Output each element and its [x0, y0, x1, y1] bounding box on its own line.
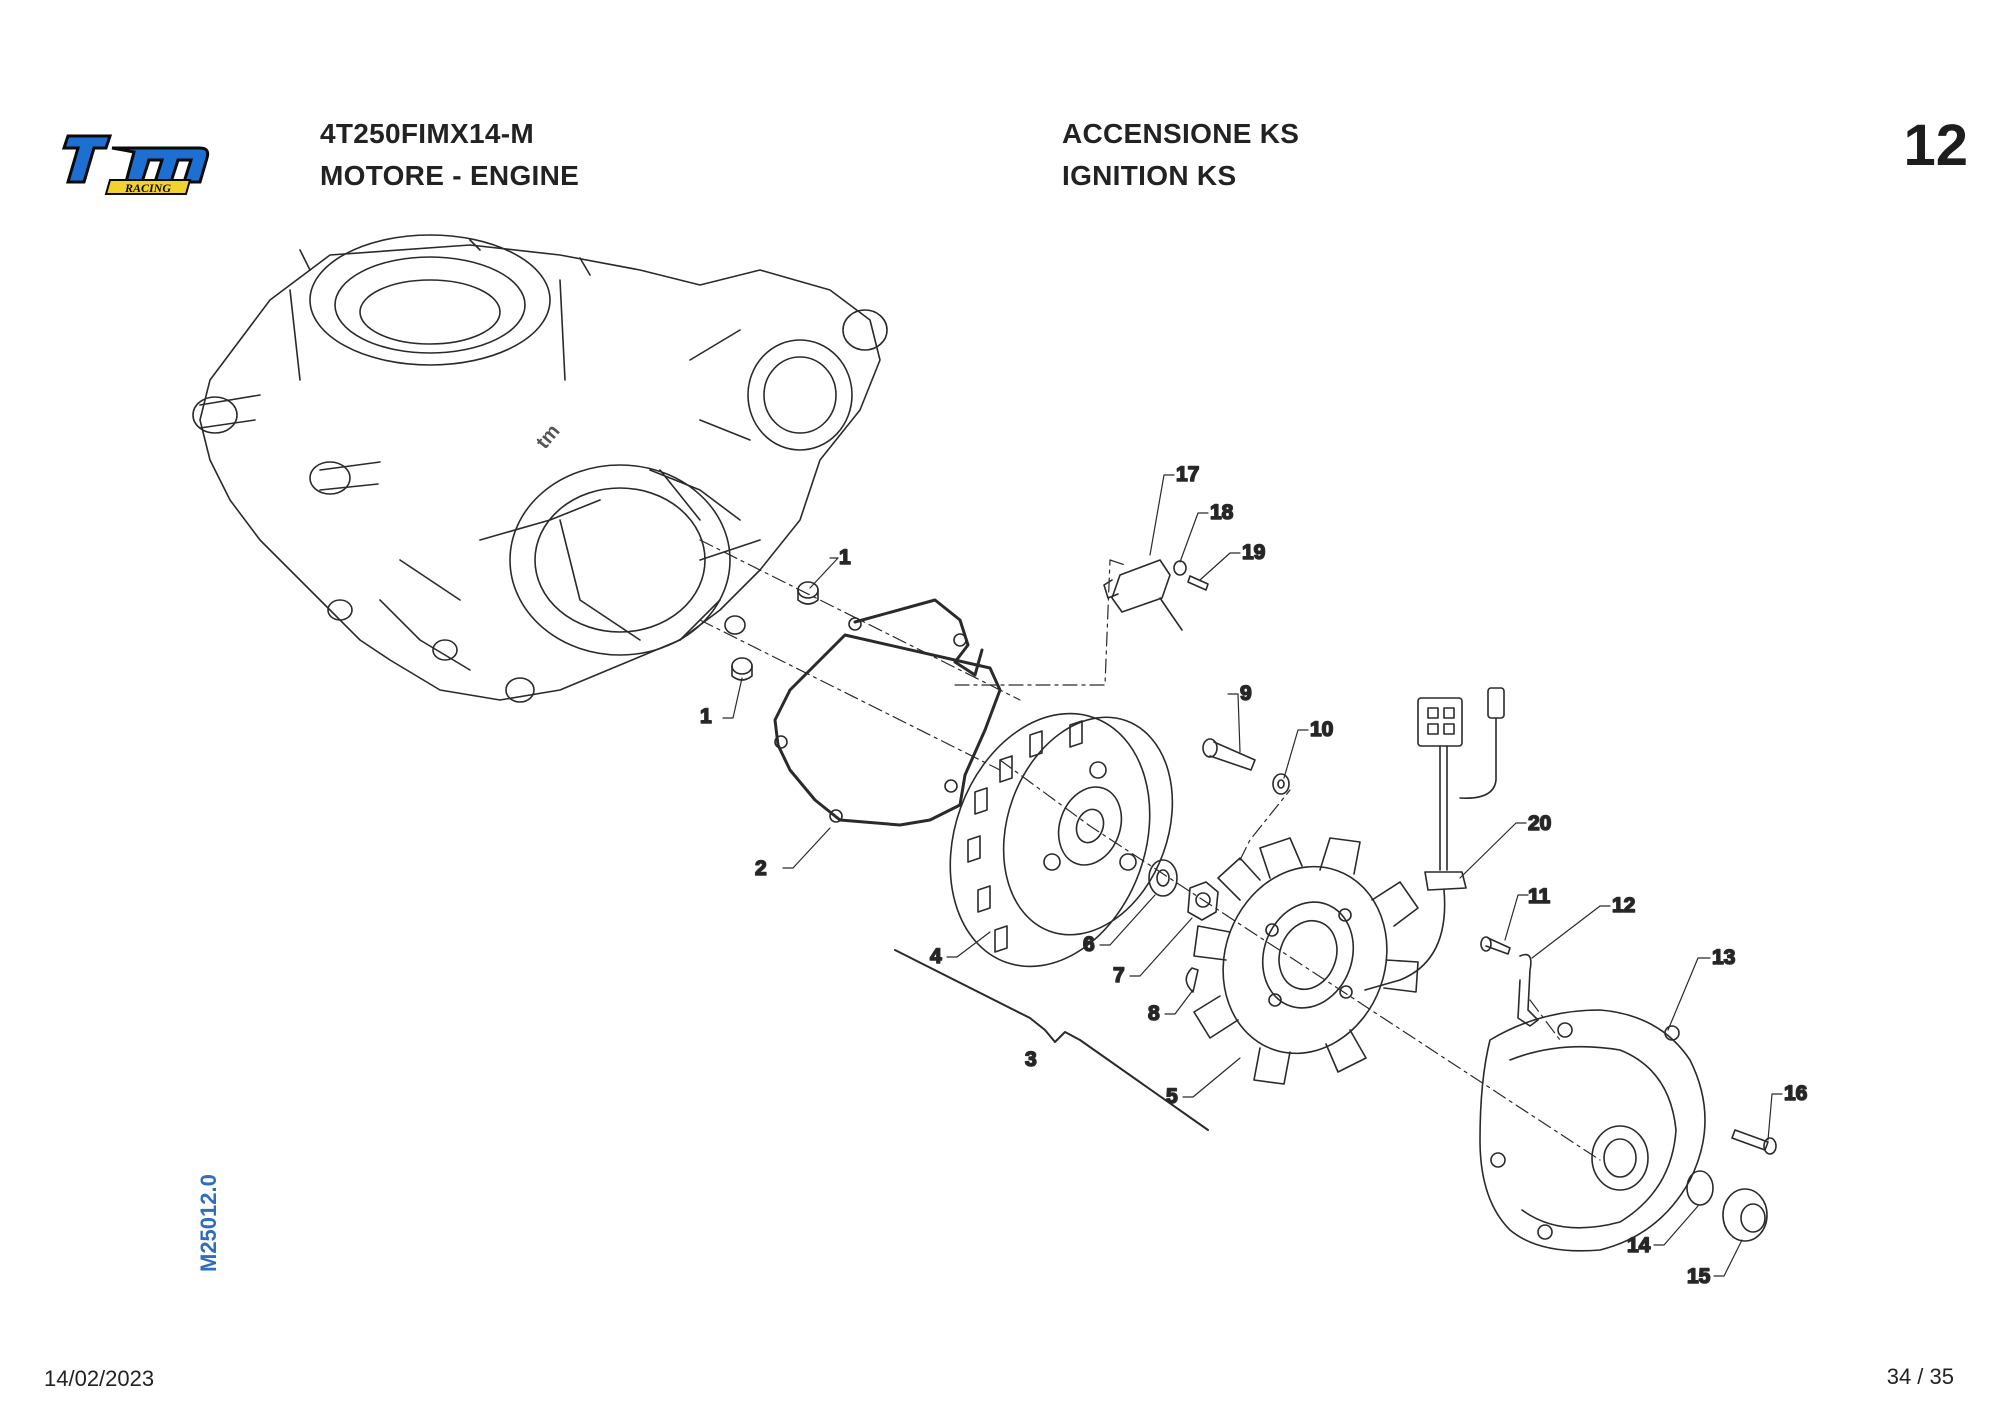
logo-mark: [61, 134, 210, 195]
flywheel-rotor: [949, 712, 1174, 968]
cable-clamp: [1517, 953, 1539, 1027]
cover-gasket: [773, 598, 1002, 827]
ignition-cover: [1479, 1009, 1706, 1252]
callout-19: 19: [1242, 541, 1265, 564]
footer-page-number: 34 / 35: [1886, 1364, 1954, 1389]
tm-racing-logo: RACING: [61, 134, 210, 195]
drawing-code: M25012.0: [196, 1174, 221, 1272]
footer-date: 14/02/2023: [44, 1366, 155, 1391]
callout-18: 18: [1210, 501, 1234, 524]
wiring-harness: [1364, 687, 1505, 991]
callout-7: 7: [1113, 964, 1125, 987]
callout-1-lower: 1: [700, 705, 712, 728]
sensor-washer: [1173, 560, 1187, 576]
callout-3: 3: [1025, 1048, 1037, 1071]
callout-9: 9: [1240, 682, 1252, 705]
gasket-holes: [774, 617, 967, 823]
callout-12: 12: [1612, 894, 1635, 917]
cover-o-ring: [1686, 1170, 1714, 1206]
section-title-en: IGNITION KS: [1062, 160, 1237, 191]
stator: [1193, 837, 1419, 1085]
leader-lines: [722, 474, 1783, 1277]
screw-washer: [1272, 773, 1290, 795]
assembly-axis-lines: [699, 539, 1601, 1161]
callout-16: 16: [1784, 1082, 1807, 1105]
svg-text:tm: tm: [532, 420, 565, 453]
callout-8: 8: [1148, 1002, 1160, 1025]
dowel-pin-lower: [731, 657, 753, 681]
callout-4: 4: [930, 945, 942, 968]
stator-screw: [1202, 738, 1256, 771]
callout-20: 20: [1528, 812, 1551, 835]
sheet-number: 12: [1903, 113, 1968, 178]
logo-sub-text: RACING: [124, 181, 171, 195]
flywheel-washer: [1148, 859, 1178, 897]
section-title-it: ACCENSIONE KS: [1062, 118, 1300, 149]
woodruff-key: [1185, 967, 1199, 993]
callout-17: 17: [1176, 463, 1199, 486]
callout-5: 5: [1166, 1085, 1178, 1108]
cable-clamp-screw: [1480, 936, 1511, 955]
group-title: MOTORE - ENGINE: [320, 160, 580, 191]
callout-13: 13: [1712, 946, 1735, 969]
flywheel-nut: [1187, 881, 1219, 921]
callout-1-upper: 1: [839, 546, 851, 569]
callout-11: 11: [1528, 885, 1551, 908]
crankcase: tm: [192, 234, 888, 703]
dowel-pin-upper: [797, 581, 819, 605]
inspection-plug: [1722, 1188, 1768, 1242]
callout-14: 14: [1627, 1234, 1651, 1257]
sensor-screw: [1187, 575, 1209, 591]
callout-10: 10: [1310, 718, 1333, 741]
callout-6: 6: [1083, 933, 1095, 956]
cover-screw: [1731, 1129, 1777, 1155]
kit-bracket: [894, 949, 1209, 1131]
pickup-sensor: [1103, 559, 1183, 631]
model-code: 4T250FIMX14-M: [320, 118, 534, 149]
callout-15: 15: [1687, 1265, 1711, 1288]
callout-2: 2: [755, 857, 767, 880]
callout-labels: 1 1 2 3 4 5 6 7 8 9 10 11 12 13 14 15 16…: [699, 462, 1808, 1289]
